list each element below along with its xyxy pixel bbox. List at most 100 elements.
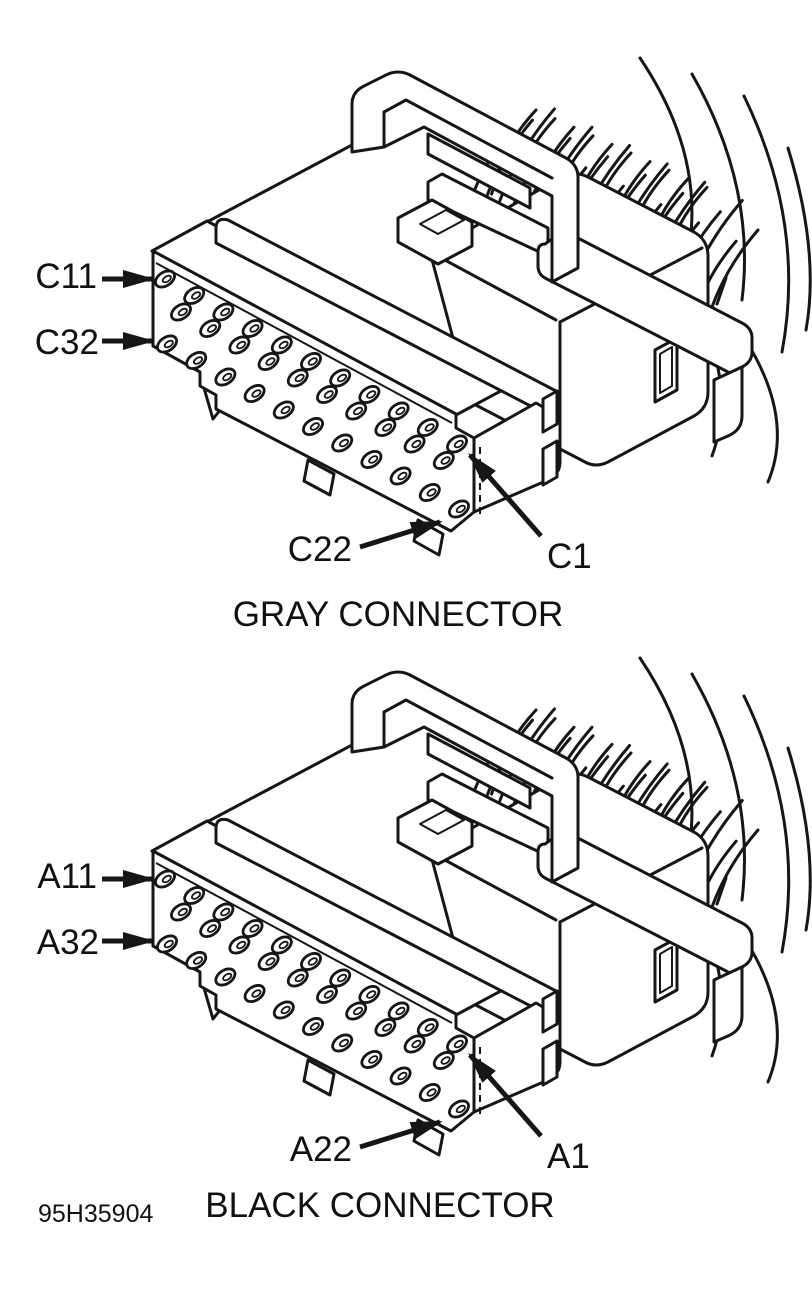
pin-hole-inner bbox=[249, 924, 260, 933]
pin-label-c11: C11 bbox=[35, 257, 97, 296]
latch-bridge bbox=[350, 70, 580, 284]
pin-hole-inner bbox=[161, 274, 172, 284]
figure-part-number: 95H35904 bbox=[38, 1200, 153, 1228]
small-slot bbox=[541, 439, 559, 487]
pin-hole-inner bbox=[280, 1005, 291, 1015]
pin-hole-inner bbox=[411, 439, 422, 449]
pin-hole-inner bbox=[352, 406, 364, 416]
pin-hole-inner bbox=[307, 357, 318, 366]
latch-window bbox=[426, 732, 532, 810]
latch-bridge bbox=[350, 670, 580, 884]
pin-face bbox=[151, 249, 481, 533]
pin-hole-inner bbox=[177, 907, 188, 917]
small-slot bbox=[541, 989, 559, 1034]
pin-hole-inner bbox=[453, 1039, 464, 1049]
small-slot bbox=[541, 1039, 559, 1087]
pin-hole-inner bbox=[368, 455, 379, 464]
label-arrow bbox=[359, 519, 443, 550]
label-arrow bbox=[468, 1052, 543, 1138]
pin-hole-inner bbox=[453, 439, 464, 449]
pin-hole-inner bbox=[323, 990, 334, 999]
pin-hole-inner bbox=[177, 307, 188, 317]
pin-face bbox=[151, 849, 481, 1133]
pin-hole-inner bbox=[424, 423, 435, 432]
pin-hole-inner bbox=[192, 356, 204, 365]
pin-hole-inner bbox=[206, 924, 218, 933]
pin-hole-inner bbox=[220, 307, 231, 317]
side-slot bbox=[653, 936, 679, 1004]
wire-bundle-arcs bbox=[638, 656, 812, 1084]
pin-label-a32: A32 bbox=[37, 923, 99, 962]
gray-connector-caption: GRAY CONNECTOR bbox=[233, 595, 564, 634]
pin-hole-inner bbox=[440, 1056, 451, 1065]
pin-label-a22: A22 bbox=[290, 1130, 352, 1169]
pin-hole-inner bbox=[278, 940, 289, 950]
pin-hole-inner bbox=[395, 1006, 406, 1016]
wire-branch bbox=[715, 276, 728, 306]
pin-hole-inner bbox=[280, 405, 291, 415]
pin-hole-inner bbox=[336, 973, 348, 983]
gray-connector-labels: C11 C32 C22 C1 GRAY CONNECTOR bbox=[35, 257, 592, 634]
latch-window bbox=[426, 132, 532, 210]
pin-hole-inner bbox=[251, 389, 262, 398]
pin-hole-inner bbox=[395, 406, 406, 416]
pin-hole-inner bbox=[440, 456, 451, 465]
pin-hole-inner bbox=[249, 324, 260, 333]
pin-hole-inner bbox=[397, 1071, 408, 1081]
pin-label-c1: C1 bbox=[547, 537, 592, 576]
pin-hole-inner bbox=[336, 373, 348, 383]
black-connector-labels: A11 A32 A22 A1 BLACK CONNECTOR bbox=[37, 857, 590, 1225]
pin-hole-inner bbox=[309, 1022, 320, 1031]
pin-hole-inner bbox=[222, 372, 233, 382]
pin-hole-inner bbox=[161, 874, 172, 884]
pin-hole-inner bbox=[309, 422, 320, 431]
pin-hole-inner bbox=[265, 357, 276, 366]
pin-hole-inner bbox=[190, 891, 202, 900]
pin-hole-inner bbox=[426, 1088, 437, 1097]
pin-hole-inner bbox=[397, 471, 408, 481]
pin-hole-inner bbox=[366, 990, 377, 999]
pin-hole-inner bbox=[278, 340, 289, 350]
connector-drawing bbox=[150, 656, 812, 1157]
pin-hole-inner bbox=[323, 390, 334, 399]
small-slot bbox=[541, 389, 559, 434]
pin-hole-inner bbox=[222, 972, 233, 982]
pin-label-c32: C32 bbox=[35, 323, 99, 362]
wire-branch bbox=[715, 876, 728, 906]
pin-hole-inner bbox=[192, 956, 204, 965]
pin-hole-inner bbox=[236, 940, 247, 950]
pin-hole-inner bbox=[236, 340, 247, 350]
label-arrow bbox=[359, 1119, 443, 1150]
connector-drawing bbox=[150, 56, 812, 557]
pin-hole-inner bbox=[368, 1055, 379, 1064]
pin-hole-inner bbox=[366, 390, 377, 399]
side-slot bbox=[653, 336, 679, 404]
pin-field bbox=[154, 269, 470, 519]
connector-drawing-bottom bbox=[150, 656, 812, 1157]
pin-hole-inner bbox=[455, 1104, 466, 1114]
pin-hole-inner bbox=[411, 1039, 422, 1049]
pin-hole-inner bbox=[382, 423, 393, 432]
pin-field bbox=[154, 869, 470, 1119]
black-connector-caption: BLACK CONNECTOR bbox=[205, 1186, 554, 1225]
pin-hole-inner bbox=[294, 973, 305, 983]
pin-hole-inner bbox=[338, 1038, 350, 1048]
pin-hole-inner bbox=[163, 939, 174, 949]
label-arrow bbox=[468, 452, 543, 538]
pin-label-a11: A11 bbox=[37, 857, 97, 896]
pin-hole-inner bbox=[206, 324, 218, 333]
pin-label-c22: C22 bbox=[288, 530, 352, 569]
pin-hole-inner bbox=[382, 1023, 393, 1032]
pin-hole-inner bbox=[352, 1006, 364, 1016]
pin-hole-inner bbox=[424, 1023, 435, 1032]
pin-hole-inner bbox=[455, 504, 466, 514]
pin-hole-inner bbox=[190, 291, 202, 300]
pin-hole-inner bbox=[265, 957, 276, 966]
pin-hole-inner bbox=[307, 957, 318, 966]
pin-label-a1: A1 bbox=[547, 1137, 590, 1176]
pin-hole-inner bbox=[251, 989, 262, 998]
pin-hole-inner bbox=[163, 339, 174, 349]
pin-hole-inner bbox=[426, 488, 437, 497]
